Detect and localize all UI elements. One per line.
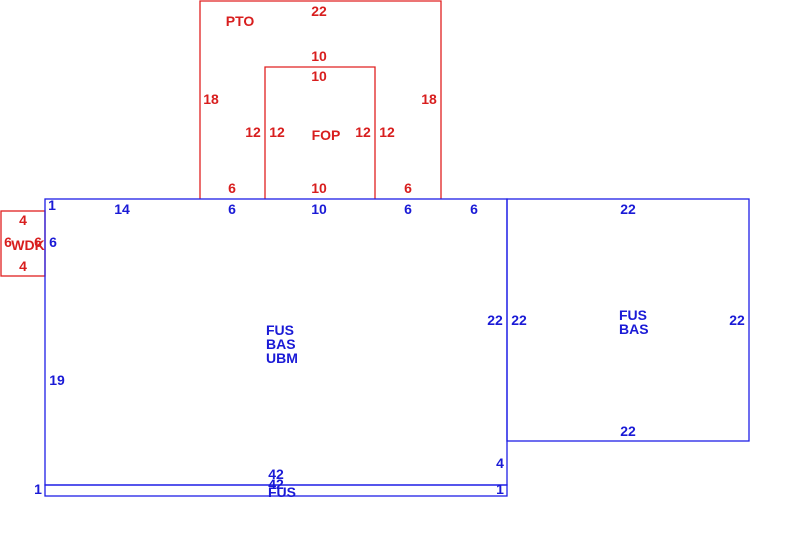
main-corner-top-left: 1 bbox=[48, 197, 56, 213]
wdk-top-dimension: 4 bbox=[19, 212, 27, 228]
strip-bottom-dimension: 42 bbox=[268, 476, 284, 492]
fop-outline bbox=[264, 66, 376, 199]
annex-left-dimension: 22 bbox=[511, 312, 527, 328]
main-right-lower-dimension: 4 bbox=[496, 455, 504, 471]
fop-right-outer-dimension: 12 bbox=[379, 124, 395, 140]
main-code-1: FUS bbox=[266, 322, 294, 338]
annex-right-dimension: 22 bbox=[729, 312, 745, 328]
strip-top-dimension: 42 bbox=[268, 466, 284, 482]
pto-bottom-left-dimension: 6 bbox=[228, 180, 236, 196]
fop-left-outer-dimension: 12 bbox=[245, 124, 261, 140]
pto-left-dimension: 18 bbox=[203, 91, 219, 107]
annex-code-1: FUS bbox=[619, 307, 647, 323]
annex-top-dimension: 22 bbox=[620, 201, 636, 217]
annex-outline bbox=[506, 198, 750, 442]
pto-bottom-right-dimension: 6 bbox=[404, 180, 412, 196]
main-right-dimension: 22 bbox=[487, 312, 503, 328]
main-code-3: UBM bbox=[266, 350, 298, 366]
main-code-2: BAS bbox=[266, 336, 296, 352]
main-wdk-side-dimension: 6 bbox=[49, 234, 57, 250]
pto-code: PTO bbox=[226, 13, 255, 29]
fop-left-inner-dimension: 12 bbox=[269, 124, 285, 140]
strip-outline bbox=[44, 484, 508, 497]
main-top-segment-4: 6 bbox=[404, 201, 412, 217]
pto-right-dimension: 18 bbox=[421, 91, 437, 107]
pto-outline bbox=[199, 0, 442, 199]
wdk-left-dimension: 6 bbox=[4, 234, 12, 250]
main-top-segment-5: 6 bbox=[470, 201, 478, 217]
wdk-code: WDK bbox=[11, 237, 44, 253]
main-top-segment-1: 14 bbox=[114, 201, 130, 217]
fop-top-outer-dimension: 10 bbox=[311, 48, 327, 64]
main-left-dimension: 19 bbox=[49, 372, 65, 388]
strip-right-dimension: 1 bbox=[496, 481, 504, 497]
fop-bottom-dimension: 10 bbox=[311, 180, 327, 196]
strip-code: FUS bbox=[268, 484, 296, 500]
fop-top-inner-dimension: 10 bbox=[311, 68, 327, 84]
main-top-segment-2: 6 bbox=[228, 201, 236, 217]
pto-top-dimension: 22 bbox=[311, 3, 327, 19]
fop-right-inner-dimension: 12 bbox=[355, 124, 371, 140]
strip-left-dimension: 1 bbox=[34, 481, 42, 497]
annex-code-2: BAS bbox=[619, 321, 649, 337]
wdk-bottom-dimension: 4 bbox=[19, 258, 27, 274]
annex-bottom-dimension: 22 bbox=[620, 423, 636, 439]
main-top-segment-3: 10 bbox=[311, 201, 327, 217]
wdk-right-dimension: 6 bbox=[34, 234, 42, 250]
fop-code: FOP bbox=[312, 127, 341, 143]
